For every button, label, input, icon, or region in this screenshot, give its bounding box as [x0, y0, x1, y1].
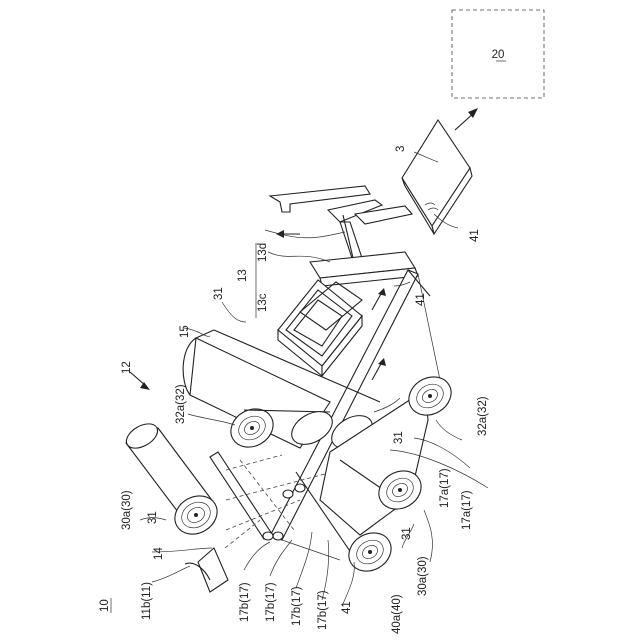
label-belt-41-a: 41 — [469, 229, 481, 242]
label-belt-41-c: 41 — [341, 601, 353, 614]
label-roller-17b-3: 17b(17) — [291, 586, 303, 626]
label-web-31-a: 31 — [213, 287, 225, 300]
label-roller-17b-4: 17b(17) — [317, 590, 329, 630]
label-belt-41-b: 41 — [415, 293, 427, 306]
label-device-group: 13 — [237, 269, 249, 282]
label-conveyor: 15 — [179, 325, 191, 338]
label-web-31-b: 31 — [147, 511, 159, 524]
label-controller: 20 — [492, 49, 505, 61]
label-roller-17b-1: 17b(17) — [239, 582, 251, 622]
label-roll-30a-top: 30a(30) — [121, 490, 133, 530]
device-box-13c — [278, 280, 362, 376]
controller-box: 20 — [452, 10, 544, 98]
roll-30a-top — [122, 419, 224, 542]
label-ref-3: 3 — [395, 146, 407, 152]
label-roller-17a-2: 17a(17) — [461, 490, 473, 530]
output-arrow — [455, 108, 478, 130]
label-roll-40a: 40a(40) — [391, 594, 403, 634]
label-roll-32a-top: 32a(32) — [175, 384, 187, 424]
roll-40a — [342, 525, 398, 578]
label-roll-30a-bottom: 30a(30) — [417, 556, 429, 596]
label-roller-17a-1: 17a(17) — [439, 468, 451, 508]
label-unit: 14 — [153, 547, 165, 560]
label-apparatus: 12 — [121, 361, 133, 374]
label-web-31-d: 31 — [393, 431, 405, 444]
label-system: 10 — [99, 599, 111, 612]
label-roller-17b-2: 17b(17) — [265, 582, 277, 622]
label-roll-32a-right: 32a(32) — [477, 396, 489, 436]
label-roll-11b: 11b(11) — [141, 582, 153, 620]
label-device-d: 13d — [257, 243, 269, 262]
label-device-c: 13c — [257, 293, 269, 312]
device-frame-13 — [270, 186, 418, 286]
label-web-31-c: 31 — [401, 527, 413, 540]
